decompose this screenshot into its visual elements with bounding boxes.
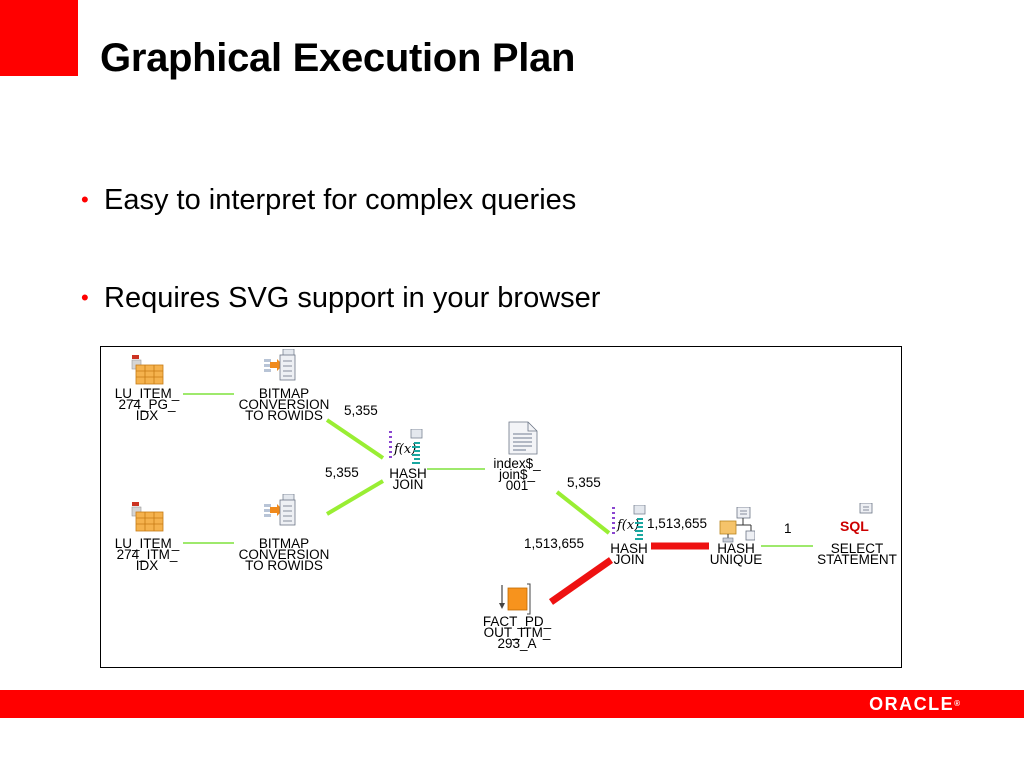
- plan-node-label: index$_join$_001: [493, 456, 541, 493]
- bitmap-conversion-icon: [263, 349, 296, 381]
- plan-node-label-line: 001: [506, 478, 529, 493]
- plan-node-label-line: CONVERSION: [239, 547, 330, 562]
- plan-node-label: LU_ITEM_274_ITM_IDX: [115, 536, 180, 573]
- plan-node-label: LU_ITEM_274_PG_IDX: [115, 386, 180, 423]
- plan-node-label-line: HASH: [717, 541, 755, 556]
- plan-node-label-line: OUT_ITM_: [484, 625, 551, 640]
- plan-node-label-line: JOIN: [393, 477, 424, 492]
- plan-node-label-line: TO ROWIDS: [245, 558, 323, 573]
- edge-bm1-hj1: [325, 418, 385, 460]
- sql-icon-text: SQL: [840, 518, 869, 534]
- plan-node-label-line: BITMAP: [259, 536, 309, 551]
- plan-node-label-line: 293_A: [497, 636, 536, 651]
- plan-node-label-line: join$_: [498, 467, 536, 482]
- brand-text: ORACLE: [869, 694, 955, 714]
- plan-node-label-line: index$_: [493, 456, 541, 471]
- plan-node-ij[interactable]: index$_join$_001: [493, 421, 541, 493]
- hash-unique-icon: [719, 507, 755, 543]
- plan-node-label-line: STATEMENT: [817, 552, 897, 567]
- plan-node-label-line: HASH: [389, 466, 427, 481]
- plan-node-fact[interactable]: FACT_PD_OUT_ITM_293_A: [483, 583, 552, 651]
- plan-node-label-line: BITMAP: [259, 386, 309, 401]
- plan-node-label: FACT_PD_OUT_ITM_293_A: [483, 614, 552, 651]
- plan-node-label-line: 274_PG_: [118, 397, 176, 412]
- plan-node-label-line: UNIQUE: [710, 552, 763, 567]
- document-icon: [508, 421, 538, 455]
- execution-plan-svg: f(x): [115, 349, 897, 651]
- index-icon: [131, 355, 164, 385]
- edge-label-hj2-hu: 1,513,655: [647, 516, 707, 531]
- index-icon: [131, 502, 164, 532]
- edge-label-hu-sel: 1: [784, 521, 792, 536]
- edge-ij-hj2: [555, 490, 611, 535]
- plan-node-label-line: TO ROWIDS: [245, 408, 323, 423]
- plan-node-label-line: CONVERSION: [239, 397, 330, 412]
- bullet-text: Requires SVG support in your browser: [104, 282, 601, 314]
- plan-node-label-line: JOIN: [614, 552, 645, 567]
- plan-node-label-line: FACT_PD_: [483, 614, 552, 629]
- bullet-dot-icon: •: [81, 285, 89, 310]
- edge-fact-hj2: [548, 557, 614, 605]
- plan-node-label-line: 274_ITM_: [117, 547, 178, 562]
- hash-join-icon: [389, 429, 423, 465]
- bullet-item-1: • Easy to interpret for complex queries: [78, 182, 600, 218]
- plan-node-label-line: IDX: [136, 558, 159, 573]
- plan-node-label-line: HASH: [610, 541, 648, 556]
- plan-node-lu1[interactable]: LU_ITEM_274_PG_IDX: [115, 355, 180, 423]
- edge-layer: 5,355 5,355 5,355 1,513,655 1,513,655 1: [183, 393, 813, 605]
- oracle-logo: ORACLE®: [869, 694, 960, 714]
- table-scan-icon: [499, 583, 531, 615]
- bullet-list: • Easy to interpret for complex queries …: [78, 182, 600, 316]
- edge-label-fact-hj2: 1,513,655: [524, 536, 584, 551]
- execution-plan-diagram: f(x): [100, 346, 902, 668]
- plan-node-label-line: LU_ITEM_: [115, 536, 180, 551]
- bitmap-conversion-icon: [263, 494, 296, 526]
- edge-label-bm1-hj1: 5,355: [344, 403, 378, 418]
- plan-node-lu2[interactable]: LU_ITEM_274_ITM_IDX: [115, 502, 180, 573]
- footer-bar: ORACLE®: [0, 690, 1024, 718]
- plan-node-label-line: IDX: [136, 408, 159, 423]
- sql-icon: [859, 503, 873, 514]
- edge-label-ij-hj2: 5,355: [567, 475, 601, 490]
- corner-accent-block: [0, 0, 78, 76]
- bullet-item-2: • Requires SVG support in your browser: [78, 280, 600, 316]
- slide-title: Graphical Execution Plan: [100, 36, 576, 80]
- hash-join-icon: [612, 505, 646, 541]
- plan-node-label-line: SELECT: [831, 541, 884, 556]
- edge-label-bm2-hj1: 5,355: [325, 465, 359, 480]
- bullet-dot-icon: •: [81, 187, 89, 212]
- edge-bm2-hj1: [325, 479, 385, 516]
- bullet-text: Easy to interpret for complex queries: [104, 184, 577, 216]
- plan-node-label-line: LU_ITEM_: [115, 386, 180, 401]
